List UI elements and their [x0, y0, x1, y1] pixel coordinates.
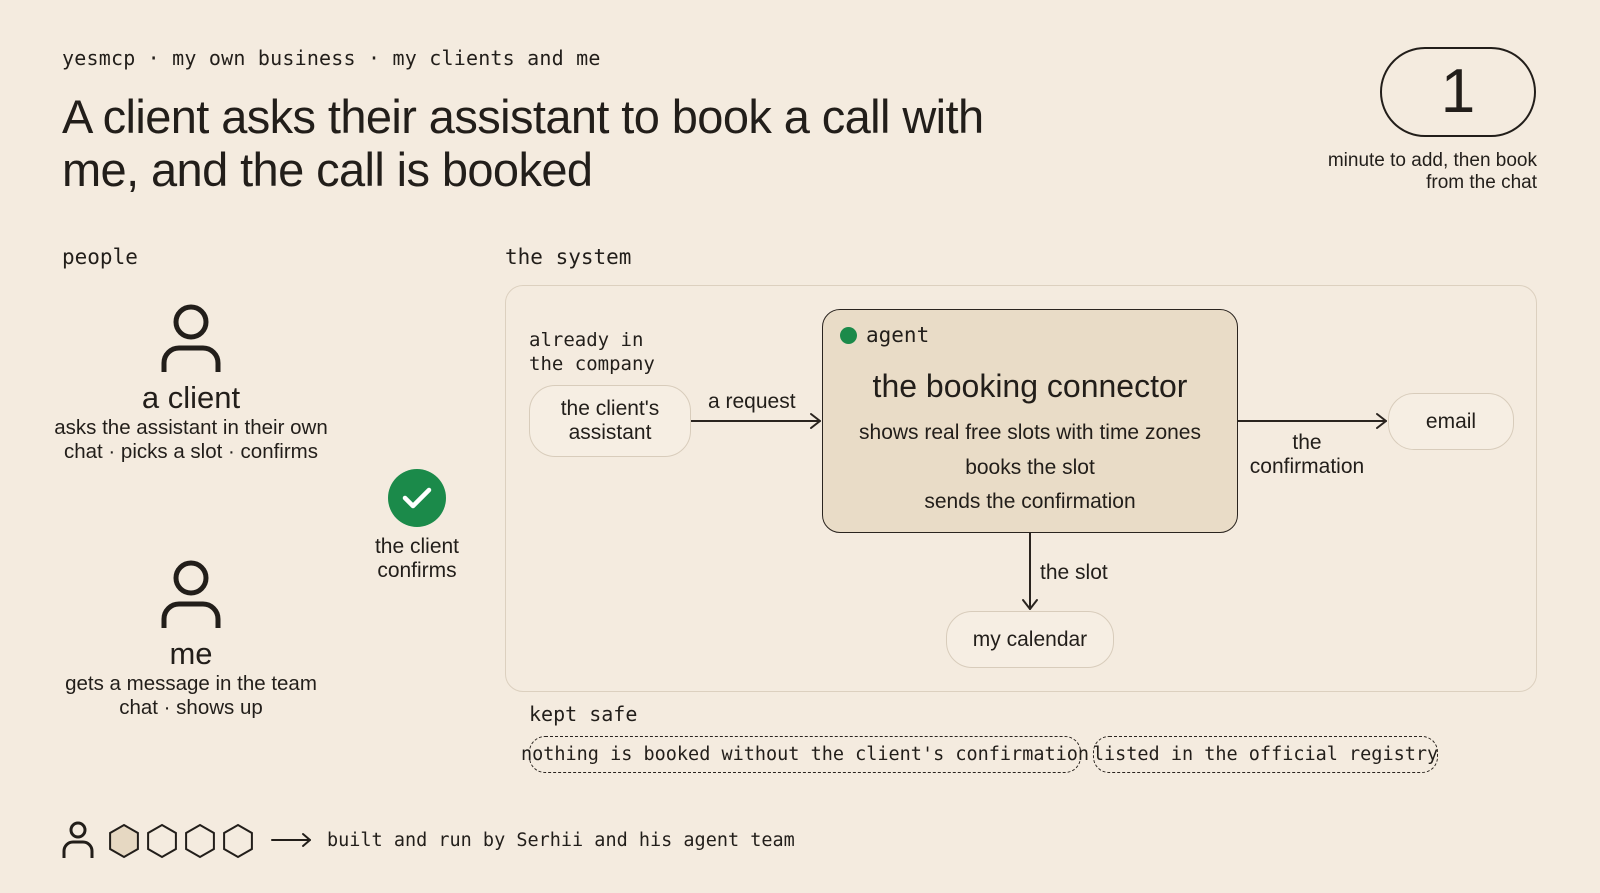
person-description: asks the assistant in their own chat · p…	[54, 416, 328, 463]
safety-tag: listed in the official registry	[1093, 736, 1438, 773]
confirmation-label: the confirmation	[1249, 431, 1365, 478]
agent-box	[822, 309, 1238, 533]
hexagon-icon	[109, 823, 139, 859]
calendar-node-label: my calendar	[972, 627, 1088, 651]
person-icon	[161, 560, 221, 628]
agent-capability: sends the confirmation	[924, 490, 1136, 513]
safety-tag-text: nothing is booked without the client's c…	[520, 744, 1090, 765]
person-me: me gets a message in the team chat · sho…	[50, 556, 332, 720]
assistant-node-label: the client's assistant	[560, 397, 660, 444]
person-name: a client	[141, 380, 241, 415]
agent-tag: agent	[840, 323, 929, 347]
hexagon-icon	[147, 823, 177, 859]
page-title: A client asks their assistant to book a …	[62, 90, 984, 196]
agent-title: the booking connector	[872, 368, 1188, 404]
calendar-node: my calendar	[946, 611, 1114, 668]
agent-tag-label: agent	[866, 323, 930, 347]
assistant-node: the client's assistant	[529, 385, 691, 457]
system-note: already in the company	[529, 329, 655, 375]
system-section-label: the system	[505, 245, 632, 269]
kept-safe-label: kept safe	[529, 702, 638, 726]
breadcrumb: yesmcp · my own business · my clients an…	[62, 46, 601, 70]
system-panel	[505, 285, 1537, 692]
agent-capabilities: shows real free slots with time zones bo…	[822, 416, 1238, 520]
check-circle-icon	[388, 469, 446, 527]
arrow-right-icon	[271, 833, 311, 847]
email-node-label: email	[1425, 409, 1477, 433]
person-icon	[62, 821, 94, 858]
team-hexagons	[109, 823, 253, 859]
slot-label: the slot	[1040, 561, 1108, 584]
person-description: gets a message in the team chat · shows …	[65, 672, 317, 719]
email-node: email	[1388, 393, 1514, 450]
person-icon	[161, 304, 221, 372]
person-name: me	[169, 636, 213, 671]
hexagon-icon	[185, 823, 215, 859]
metric-caption: minute to add, then book from the chat	[1327, 150, 1537, 193]
safety-tag: nothing is booked without the client's c…	[521, 736, 1089, 773]
status-dot-icon	[840, 326, 857, 344]
request-label: a request	[708, 390, 796, 413]
team-logo	[62, 821, 311, 859]
confirm-label: the client confirms	[374, 535, 460, 582]
person-client: a client asks the assistant in their own…	[50, 300, 332, 464]
people-section-label: people	[62, 245, 138, 269]
agent-capability: books the slot	[965, 455, 1095, 479]
hexagon-icon	[223, 823, 253, 859]
footer-credit: built and run by Serhii and his agent te…	[327, 830, 795, 851]
safety-tag-text: listed in the official registry	[1092, 744, 1439, 765]
agent-capability: shows real free slots with time zones	[859, 421, 1201, 444]
metric-value: 1	[1380, 47, 1536, 137]
